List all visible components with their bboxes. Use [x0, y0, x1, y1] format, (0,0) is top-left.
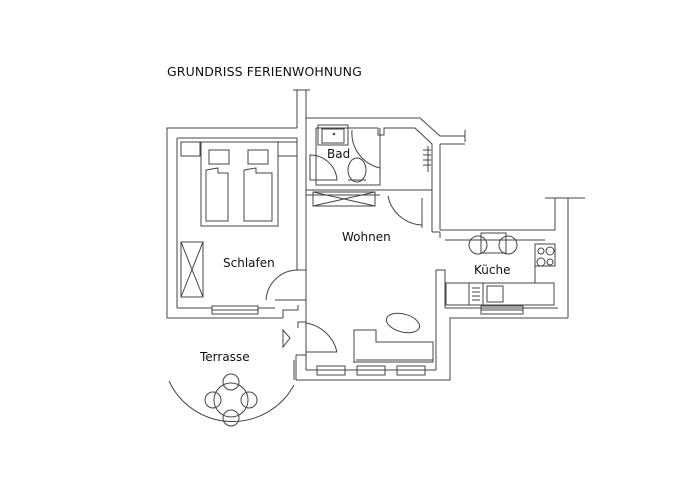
windows [211, 305, 524, 376]
living-furniture [353, 312, 434, 363]
bedroom-furniture [180, 141, 298, 298]
room-label-bad: Bad [327, 147, 351, 161]
plan-title: GRUNDRISS FERIENWOHNUNG [167, 64, 362, 79]
room-label-wohnen: Wohnen [342, 230, 391, 244]
room-label-terrasse: Terrasse [200, 350, 250, 364]
terrace [168, 360, 295, 427]
outer-walls [166, 89, 585, 381]
kitchen-fixtures [445, 232, 556, 306]
room-label-kueche: Küche [474, 263, 511, 277]
doors [265, 129, 423, 353]
bathroom-fixtures [309, 124, 431, 207]
room-label-schlafen: Schlafen [223, 256, 275, 270]
